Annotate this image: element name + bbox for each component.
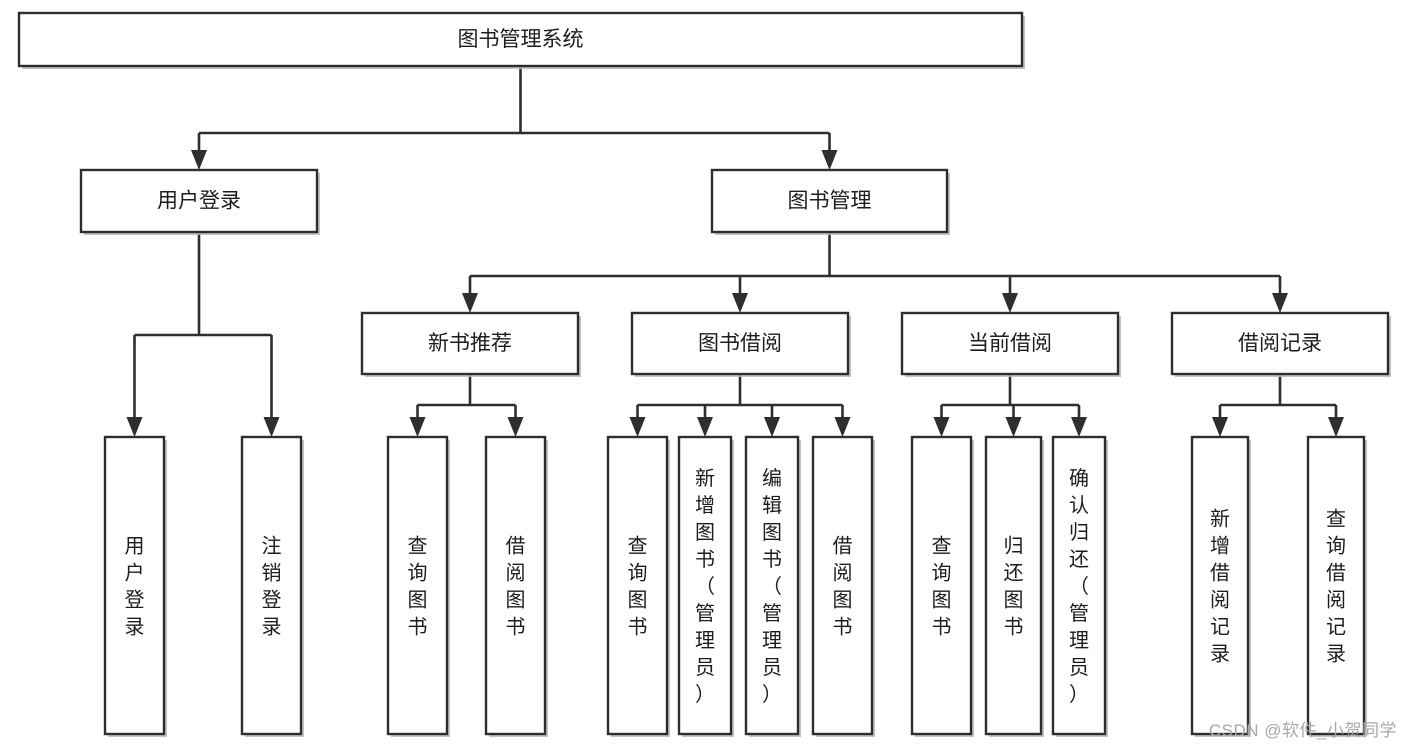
edge-record-arrow-1 [1328, 417, 1344, 437]
node-level2-0[interactable]: 用户登录 [79, 168, 320, 235]
edge-book-mgmt-arrow-3 [1272, 293, 1288, 313]
node-leaf-4[interactable]: 查询图书 [606, 435, 670, 737]
node-leaf-12-rect[interactable] [1306, 435, 1366, 736]
node-leaf-1[interactable]: 注销登录 [240, 435, 304, 737]
node-leaf-10-rect[interactable] [1051, 435, 1107, 736]
node-level3-3[interactable]: 借阅记录 [1170, 311, 1391, 377]
node-level3-0-label: 新书推荐 [428, 332, 512, 355]
node-level3-2-label: 当前借阅 [968, 332, 1052, 355]
edge-book-mgmt-arrow-0 [462, 293, 478, 313]
node-level3-0[interactable]: 新书推荐 [360, 311, 581, 377]
node-leaf-11-rect[interactable] [1190, 435, 1250, 736]
node-level2-1-rect[interactable] [710, 168, 949, 234]
node-leaf-5-rect[interactable] [677, 435, 733, 736]
node-level3-1[interactable]: 图书借阅 [630, 311, 851, 377]
node-leaf-1-label: 注销登录 [262, 535, 282, 639]
node-leaf-9-label: 归还图书 [1004, 535, 1024, 639]
node-leaf-8-label: 查询图书 [932, 535, 952, 639]
node-leaf-0-rect[interactable] [103, 435, 166, 736]
node-root-rect[interactable] [17, 11, 1024, 68]
edge-login-arrow-0 [126, 417, 143, 437]
edge-borrow-arrow-0 [629, 417, 646, 437]
node-leaf-9-rect[interactable] [984, 435, 1043, 736]
node-leaf-2[interactable]: 查询图书 [386, 435, 450, 737]
edge-borrow-arrow-1 [697, 417, 713, 437]
edge-current-arrow-2 [1071, 417, 1087, 437]
node-leaf-6[interactable]: 编辑图书（管理员） [744, 435, 801, 737]
node-leaf-11[interactable]: 新增借阅记录 [1190, 435, 1251, 737]
nodes-layer: 图书管理系统用户登录图书管理新书推荐图书借阅当前借阅借阅记录用户登录注销登录查询… [17, 11, 1391, 737]
node-leaf-3-rect[interactable] [484, 435, 547, 736]
node-leaf-8-rect[interactable] [910, 435, 973, 736]
node-leaf-10-label: 确认归还（管理员） [1069, 467, 1089, 706]
edge-current-arrow-1 [1005, 417, 1022, 437]
node-level3-2-rect[interactable] [900, 311, 1120, 376]
edge-borrow-arrow-3 [834, 417, 851, 437]
edge-current-arrow-0 [933, 417, 950, 437]
node-leaf-4-rect[interactable] [606, 435, 669, 736]
node-leaf-4-label: 查询图书 [628, 535, 648, 639]
edge-newbook-arrow-1 [507, 417, 524, 437]
edge-root-arrow-0 [191, 150, 207, 170]
node-leaf-7[interactable]: 借阅图书 [811, 435, 875, 737]
node-leaf-6-label: 编辑图书（管理员） [762, 467, 782, 706]
node-level3-3-rect[interactable] [1170, 311, 1390, 376]
node-leaf-3[interactable]: 借阅图书 [484, 435, 548, 737]
node-level3-2[interactable]: 当前借阅 [900, 311, 1121, 377]
node-leaf-12[interactable]: 查询借阅记录 [1306, 435, 1367, 737]
node-leaf-5-label: 新增图书（管理员） [695, 467, 715, 706]
node-level3-3-label: 借阅记录 [1238, 332, 1322, 355]
node-level3-1-rect[interactable] [630, 311, 850, 376]
edge-borrow-arrow-2 [764, 417, 780, 437]
node-leaf-12-label: 查询借阅记录 [1326, 508, 1346, 666]
node-leaf-7-label: 借阅图书 [833, 535, 853, 639]
node-leaf-9[interactable]: 归还图书 [984, 435, 1044, 737]
node-leaf-8[interactable]: 查询图书 [910, 435, 974, 737]
edge-book-mgmt-arrow-1 [732, 293, 748, 313]
node-leaf-10[interactable]: 确认归还（管理员） [1051, 435, 1108, 737]
node-leaf-0-label: 用户登录 [125, 536, 145, 639]
node-leaf-0[interactable]: 用户登录 [103, 435, 167, 737]
node-leaf-3-label: 借阅图书 [506, 535, 526, 639]
edge-newbook-arrow-0 [409, 417, 426, 437]
edge-book-mgmt-arrow-2 [1002, 293, 1018, 313]
node-leaf-2-label: 查询图书 [408, 535, 428, 639]
node-leaf-2-rect[interactable] [386, 435, 449, 736]
edge-root-arrow-1 [821, 150, 838, 170]
connectors-layer [126, 66, 1344, 437]
node-root-label: 图书管理系统 [458, 28, 584, 51]
node-leaf-5[interactable]: 新增图书（管理员） [677, 435, 734, 737]
node-level3-1-label: 图书借阅 [698, 332, 782, 355]
node-level2-0-label: 用户登录 [157, 190, 241, 213]
node-root[interactable]: 图书管理系统 [17, 11, 1025, 69]
node-level2-1[interactable]: 图书管理 [710, 168, 950, 235]
node-level2-1-label: 图书管理 [788, 190, 872, 213]
edge-record-arrow-0 [1212, 417, 1228, 437]
edge-login-arrow-1 [263, 417, 280, 437]
node-level3-0-rect[interactable] [360, 311, 580, 376]
node-leaf-11-label: 新增借阅记录 [1210, 508, 1230, 666]
node-leaf-7-rect[interactable] [811, 435, 874, 736]
node-leaf-6-rect[interactable] [744, 435, 800, 736]
node-leaf-1-rect[interactable] [240, 435, 303, 736]
node-level2-0-rect[interactable] [79, 168, 319, 234]
